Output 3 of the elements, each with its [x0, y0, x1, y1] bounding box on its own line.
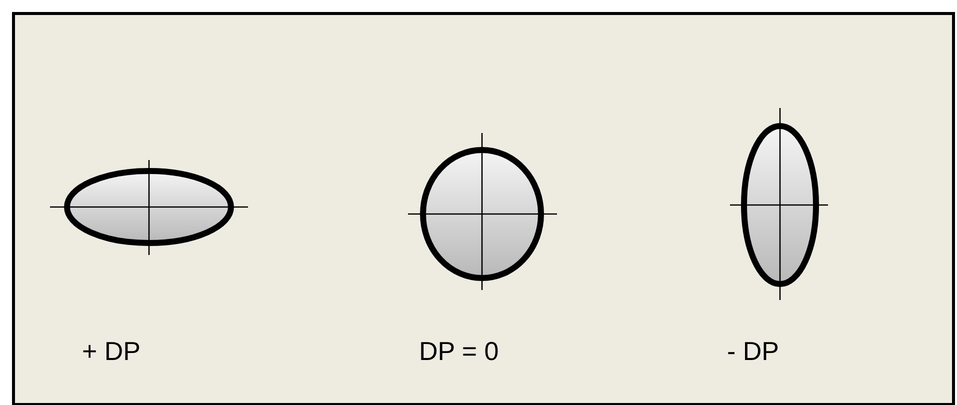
ellipse-caption: - DP	[727, 336, 779, 366]
ellipse-caption: DP = 0	[419, 336, 499, 366]
ellipse-caption: + DP	[82, 336, 141, 366]
